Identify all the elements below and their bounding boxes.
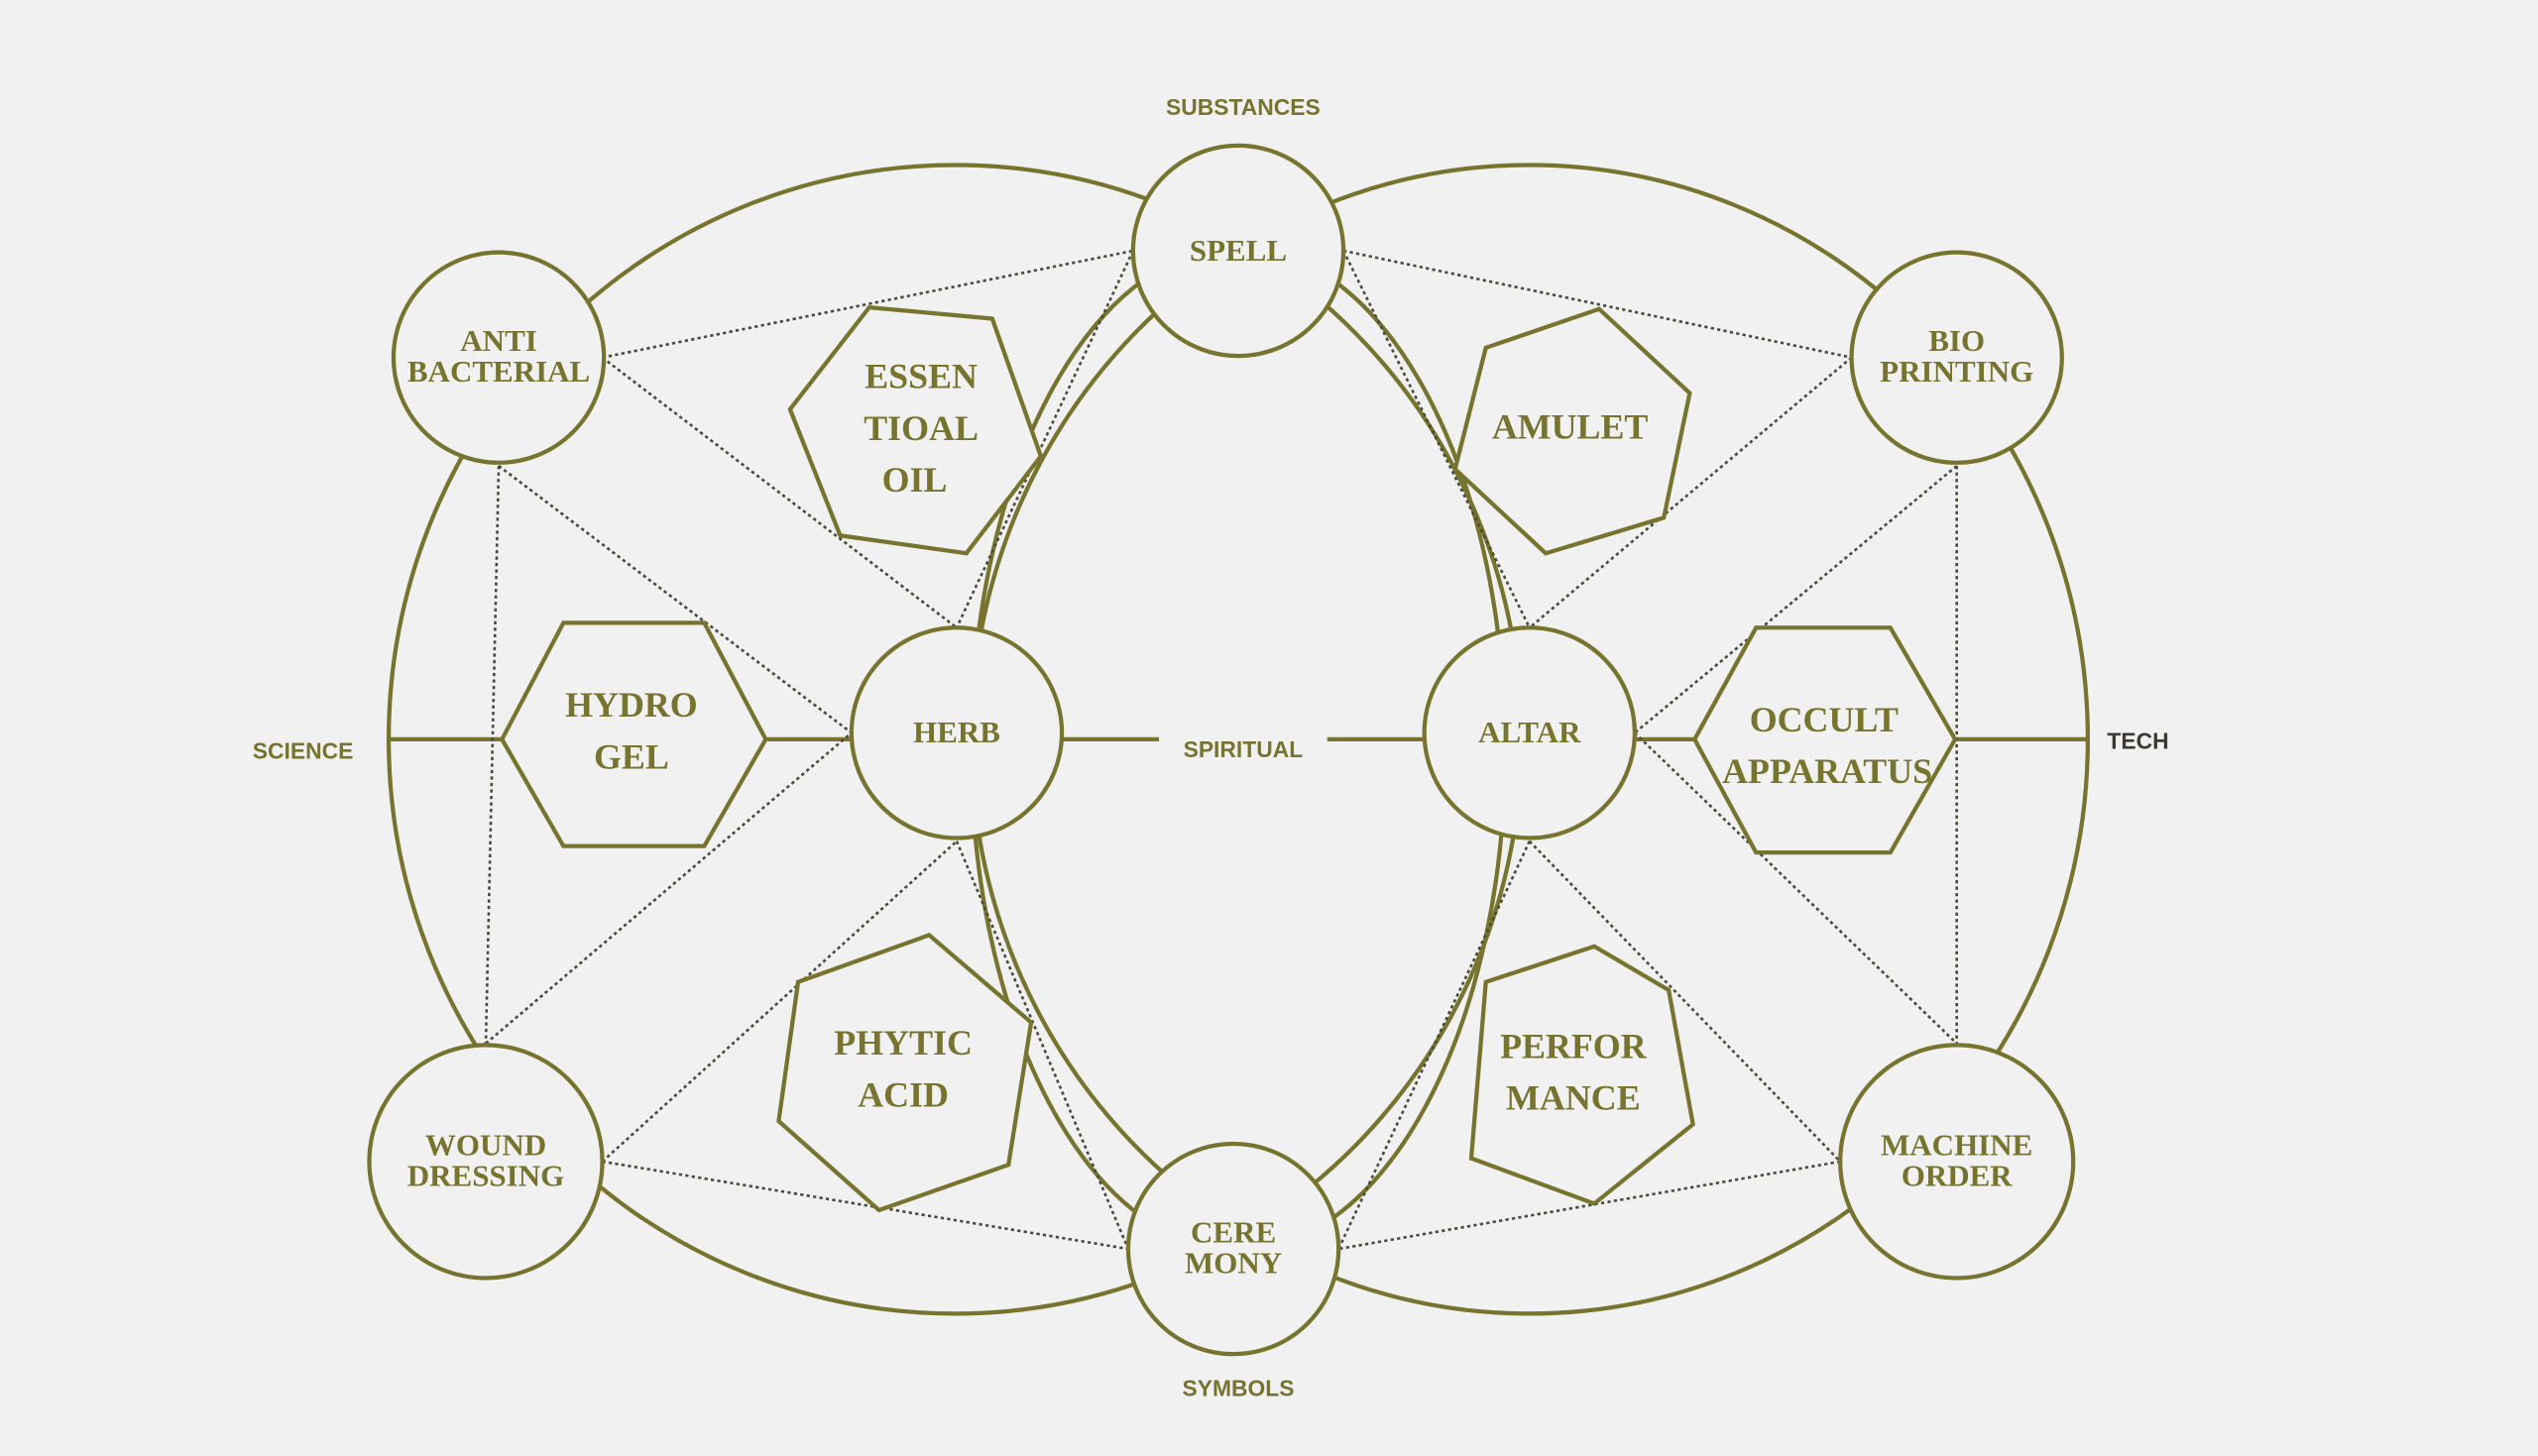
axis-label-science: SCIENCE <box>253 738 354 764</box>
label: ESSEN <box>865 357 978 396</box>
polygon-performance: PERFOR MANCE <box>1468 944 1695 1206</box>
label: DRESSING <box>407 1158 565 1192</box>
node-bio-printing: BIO PRINTING <box>1849 250 2064 465</box>
label: MONY <box>1185 1246 1282 1281</box>
label: ACID <box>858 1074 949 1114</box>
node-ceremony: CERE MONY <box>1125 1141 1341 1357</box>
label: MANCE <box>1506 1078 1641 1118</box>
label: AMULET <box>1492 406 1649 446</box>
label: SPELL <box>1190 233 1287 268</box>
node-machine-order: MACHINE ORDER <box>1838 1043 2076 1281</box>
polygon-occult-apparatus: OCCULT APPARATUS <box>1691 625 1958 855</box>
label: OCCULT <box>1750 700 1899 739</box>
node-herb: HERB <box>849 625 1065 840</box>
axis-label-substances: SUBSTANCES <box>1166 94 1321 120</box>
axis-label-tech: TECH <box>2107 728 2168 754</box>
label: PRINTING <box>1880 354 2033 389</box>
label: ANTI <box>460 323 537 358</box>
node-spell: SPELL <box>1130 143 1346 359</box>
polygon-essential-oil: ESSEN TIOAL OIL <box>787 304 1044 556</box>
label: HYDRO <box>565 685 698 725</box>
label: PHYTIC <box>834 1023 973 1063</box>
label: APPARATUS <box>1722 751 1932 791</box>
node-wound-dressing: WOUND DRESSING <box>367 1043 605 1281</box>
axis-label-symbols: SYMBOLS <box>1183 1376 1295 1401</box>
label: BIO <box>1928 323 1985 358</box>
label: ORDER <box>1902 1158 2014 1192</box>
label: HERB <box>913 715 1000 749</box>
label: PERFOR <box>1500 1026 1648 1065</box>
label: WOUND <box>425 1127 546 1162</box>
label: BACTERIAL <box>407 354 590 389</box>
polygon-hydro-gel: HYDRO GEL <box>499 620 768 848</box>
axis-label-spiritual: SPIRITUAL <box>1184 736 1304 762</box>
label: MACHINE <box>1881 1127 2032 1162</box>
polygon-amulet: AMULET <box>1452 306 1692 556</box>
label: CERE <box>1191 1215 1276 1250</box>
dotted-connectors <box>484 249 1959 1251</box>
label: OIL <box>882 460 948 500</box>
label: TIOAL <box>864 408 979 448</box>
node-anti-bacterial: ANTI BACTERIAL <box>391 250 607 465</box>
polygon-phytic-acid: PHYTIC ACID <box>776 933 1034 1213</box>
node-altar: ALTAR <box>1422 625 1638 840</box>
label: GEL <box>594 736 669 776</box>
label: ALTAR <box>1478 715 1581 749</box>
